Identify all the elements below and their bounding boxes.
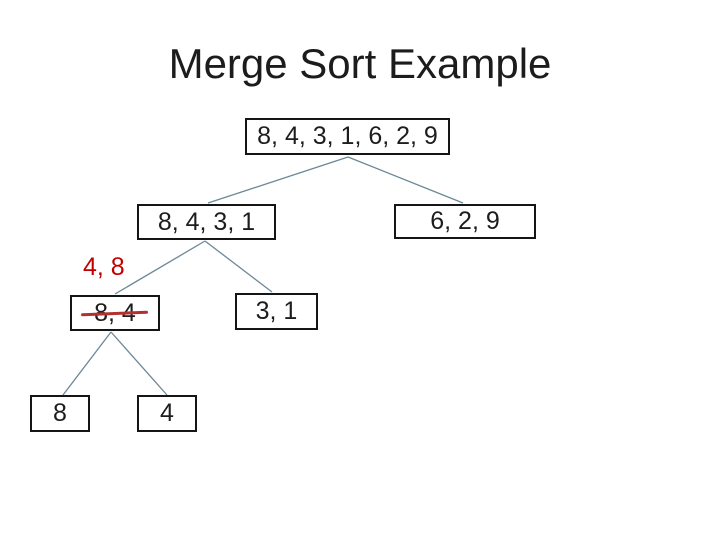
edge-root-right [347, 156, 464, 204]
edge-left-leftright [204, 240, 273, 293]
tree-node-left-left: 8, 4 [70, 295, 160, 331]
tree-node-left-right-label: 3, 1 [255, 297, 298, 325]
edge-leftleft-leaf4 [110, 331, 168, 396]
edge-root-left [207, 156, 349, 204]
slide-title: Merge Sort Example [168, 40, 552, 87]
tree-node-leaf-8: 8 [30, 395, 90, 432]
edge-leftleft-leaf8 [62, 331, 112, 396]
tree-node-leaf-8-label: 8 [53, 399, 67, 427]
tree-node-left-label: 8, 4, 3, 1 [157, 207, 256, 236]
tree-node-root: 8, 4, 3, 1, 6, 2, 9 [245, 118, 450, 155]
tree-node-leaf-4-label: 4 [160, 399, 174, 427]
merge-result-annotation: 4, 8 [83, 253, 125, 281]
tree-node-left: 8, 4, 3, 1 [137, 204, 276, 240]
tree-node-right: 6, 2, 9 [394, 204, 536, 239]
edge-left-leftleft [114, 240, 206, 295]
tree-node-left-right: 3, 1 [235, 293, 318, 330]
tree-node-leaf-4: 4 [137, 395, 197, 432]
tree-node-right-label: 6, 2, 9 [430, 207, 500, 235]
tree-node-root-label: 8, 4, 3, 1, 6, 2, 9 [257, 122, 438, 150]
